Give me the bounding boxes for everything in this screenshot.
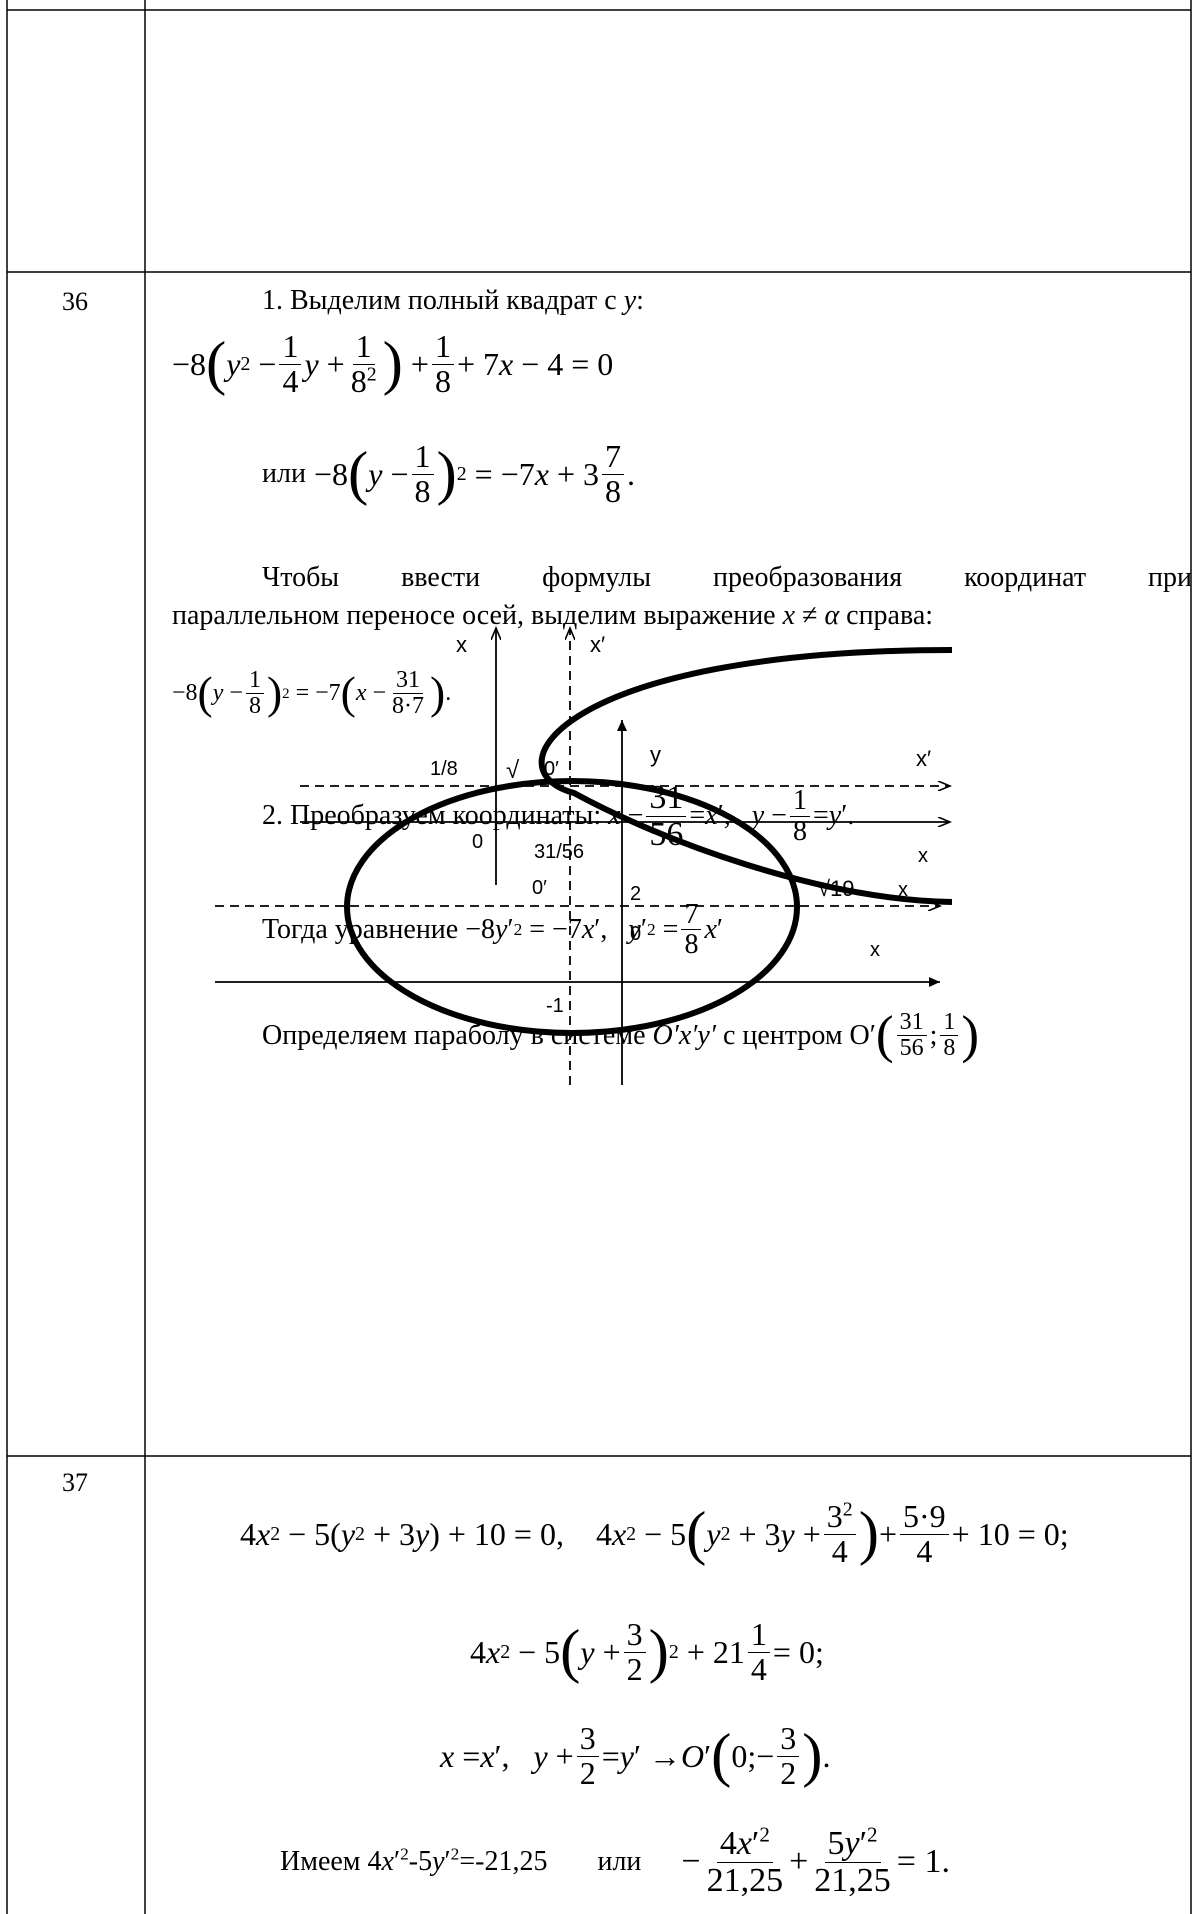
- graph-label-two: 2: [630, 883, 641, 905]
- graph-label-sqrt19: √19: [818, 876, 855, 901]
- p36-paragraph-line2: параллельном переносе осей, выделим выра…: [172, 600, 934, 631]
- graph-label-y: y: [650, 742, 661, 767]
- graph-label-x-right-2: x: [918, 845, 928, 867]
- p37-eq4-prefix: Имеем 4x′2-5y′2=-21,25: [280, 1844, 548, 1878]
- graph-label-o-lower: 0′: [532, 877, 547, 899]
- graph-label-x-right-1: x: [898, 879, 908, 901]
- graph-label-zero: 0: [472, 831, 483, 853]
- ellipse-curve: [344, 778, 800, 1036]
- graph-label-31-56: 31/56: [534, 841, 584, 863]
- p36-step1: 1. Выделим полный квадрат с y:: [262, 285, 644, 316]
- graph-label-x-top: x: [456, 632, 467, 657]
- graph-label-one-eighth: 1/8: [430, 758, 458, 780]
- p36-eq2-prefix: или: [262, 458, 306, 490]
- graph-label-x-right-3: x: [870, 939, 880, 961]
- graph-label-zero-lower: 0: [630, 923, 641, 945]
- graph-label-x-prime-right: x′: [916, 746, 931, 771]
- graph-label-minus-one: -1: [546, 995, 564, 1017]
- graph-label-sqrt-sign: √: [506, 757, 520, 784]
- graph-label-x-prime-top: x′: [590, 632, 605, 657]
- row-number-37: 37: [62, 1468, 88, 1497]
- row-number-36: 36: [62, 287, 88, 316]
- parabola-curve: [538, 647, 953, 905]
- p37-eq4-or: или: [597, 1846, 642, 1878]
- graph-label-o-prime: 0′: [544, 758, 559, 780]
